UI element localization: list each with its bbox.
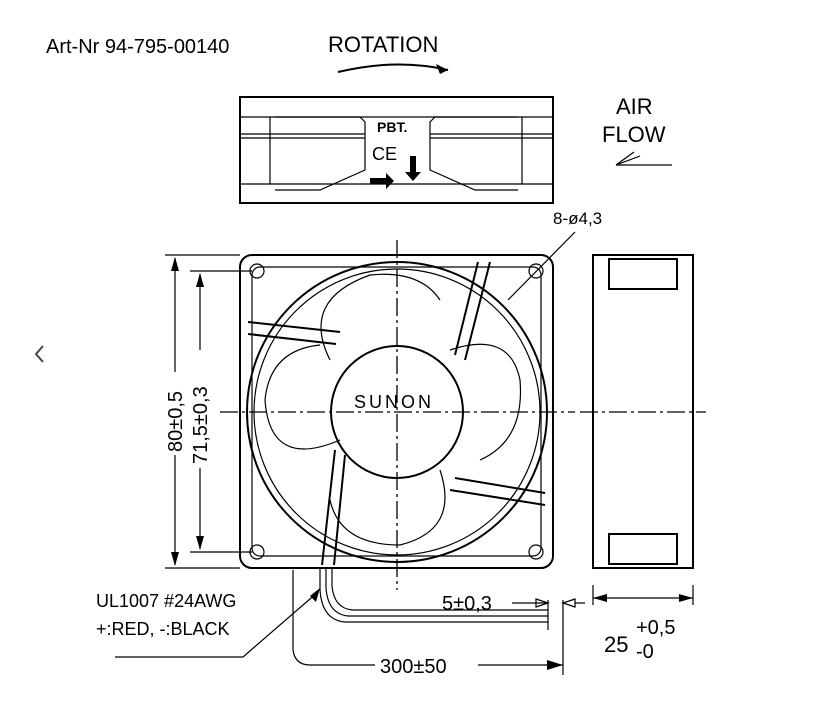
dim-depth: 25: [604, 632, 628, 657]
lead-wires: [292, 568, 564, 675]
height-dimensions: 80±0,5 71,5±0,3: [165, 254, 252, 569]
brand-label: SUNON: [354, 392, 434, 412]
airflow-label-1: AIR: [616, 94, 653, 119]
spokes: [247, 261, 546, 566]
airflow-label-2: FLOW: [602, 122, 666, 147]
airflow-direction-icon: [370, 173, 394, 189]
wire-leader: [115, 591, 319, 658]
rotation-arrowhead: [436, 64, 448, 74]
previous-image-button[interactable]: [30, 340, 50, 368]
dim-height-inner: 71,5±0,3: [190, 386, 212, 464]
hole-spec: 8-ø4,3: [553, 209, 602, 228]
rotation-direction-icon: [405, 156, 421, 181]
article-number: Art-Nr 94-795-00140: [46, 36, 229, 58]
wire-spec-2: +:RED, -:BLACK: [96, 619, 230, 639]
chevron-left-icon: [34, 345, 44, 363]
depth-dimension: 25 +0,5 -0: [592, 585, 694, 663]
top-side-view: PBT. CE: [239, 96, 554, 204]
dim-height-outer: 80±0,5: [165, 391, 187, 452]
wire-leader-arrowhead: [310, 588, 320, 602]
right-side-view: [580, 254, 706, 569]
front-view: SUNON: [220, 240, 575, 590]
rotation-label: ROTATION: [328, 32, 438, 57]
dim-depth-plus: +0,5: [636, 617, 675, 639]
dim-strip-length: 5±0,3: [442, 593, 492, 615]
ce-marking: CE: [372, 144, 397, 164]
pbt-marking: PBT.: [377, 119, 407, 135]
dim-lead-length: 300±50: [380, 656, 447, 678]
strip-dimension-arrows: [512, 598, 585, 608]
airflow-arrow-icon: [615, 151, 672, 166]
dim-depth-minus: -0: [636, 641, 654, 663]
wire-spec-1: UL1007 #24AWG: [96, 591, 236, 611]
rotation-arrow: [337, 63, 449, 73]
